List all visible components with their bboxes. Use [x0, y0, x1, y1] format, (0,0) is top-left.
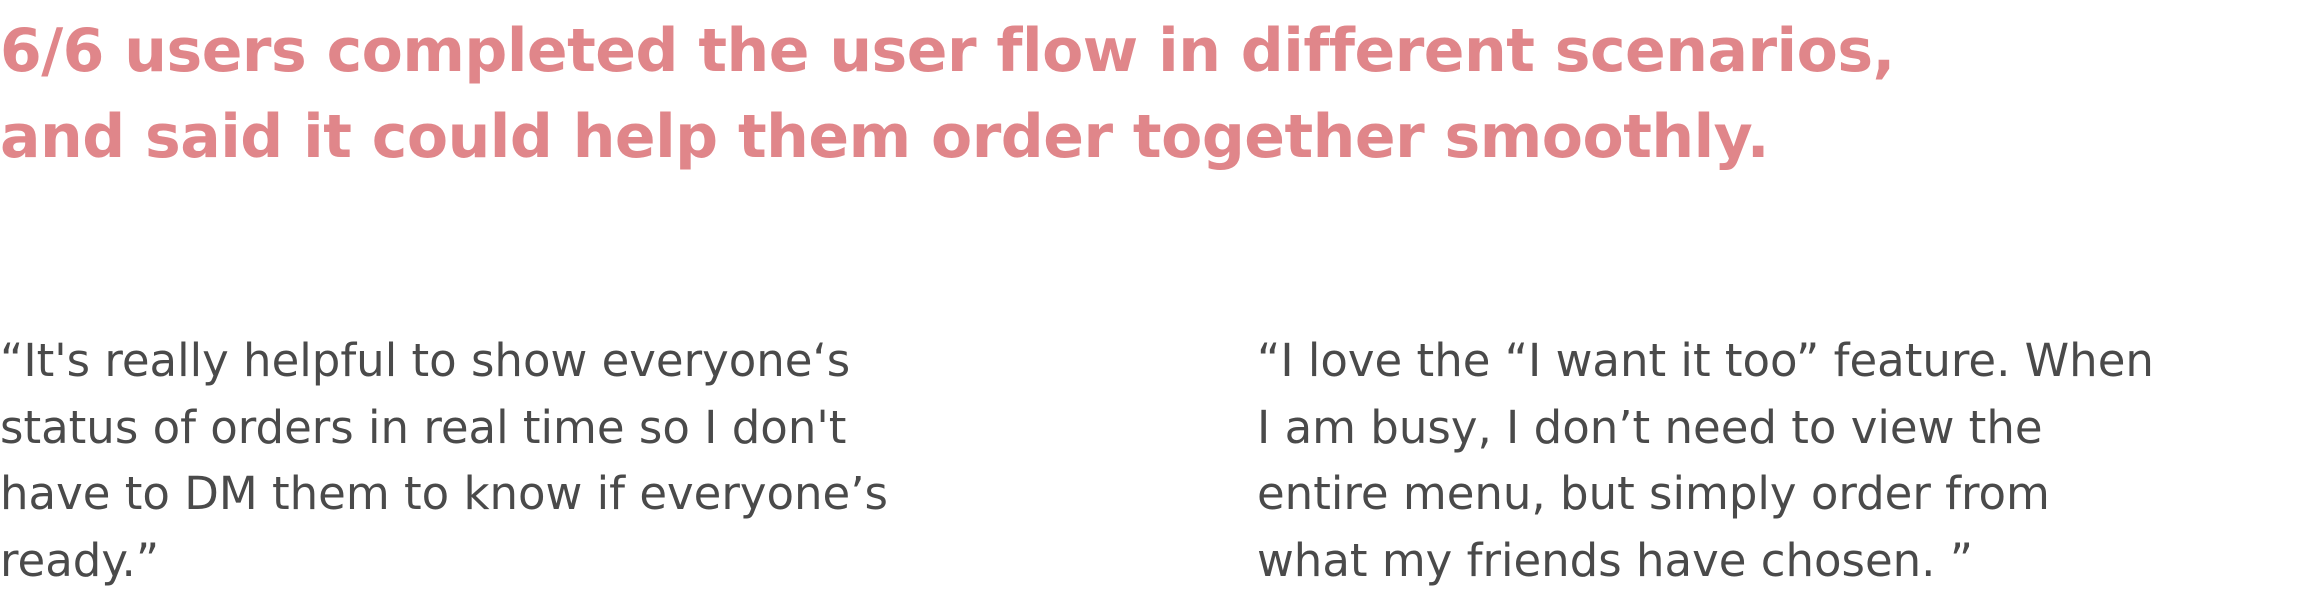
quote-line: what my friends have chosen. ” [1257, 528, 2154, 594]
headline-line: and said it could help them order togeth… [0, 94, 1895, 180]
user-quote-1: “It's really helpful to show everyone‘s … [0, 328, 888, 594]
quote-line: status of orders in real time so I don't [0, 395, 888, 462]
quote-line: I am busy, I don’t need to view the [1257, 395, 2154, 462]
headline: 6/6 users completed the user flow in dif… [0, 8, 1895, 180]
user-quote-2: “I love the “I want it too” feature. Whe… [1257, 328, 2154, 594]
quote-line: have to DM them to know if everyone’s [0, 461, 888, 528]
quote-line: “It's really helpful to show everyone‘s [0, 328, 888, 395]
quote-line: entire menu, but simply order from [1257, 461, 2154, 528]
quote-line: “I love the “I want it too” feature. Whe… [1257, 328, 2154, 395]
quote-line: ready.” [0, 528, 888, 594]
headline-line: 6/6 users completed the user flow in dif… [0, 8, 1895, 94]
